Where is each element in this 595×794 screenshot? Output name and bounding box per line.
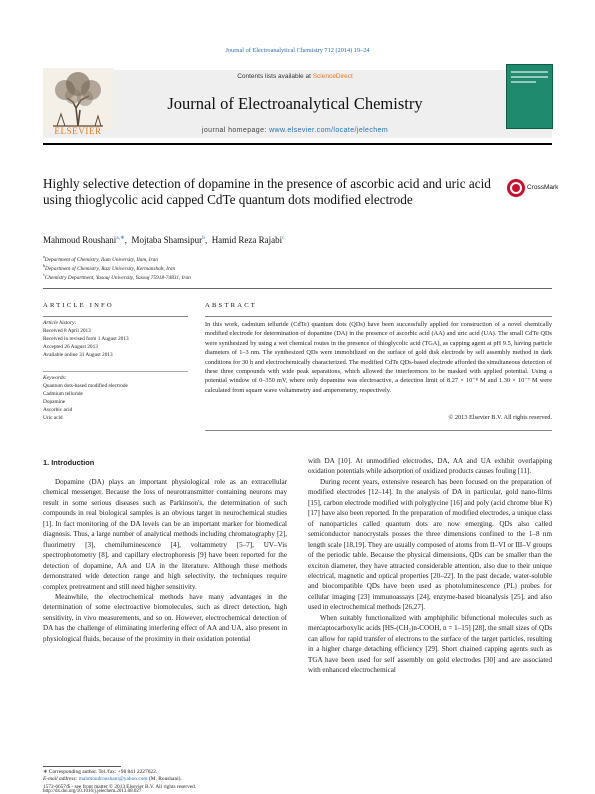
article-info-rule (43, 316, 188, 317)
affiliation-text: Department of Chemistry, Razi University… (45, 265, 176, 272)
abstract-copyright: © 2013 Elsevier B.V. All rights reserved… (448, 414, 552, 421)
history-item: Accepted 26 August 2013 (43, 344, 98, 350)
affiliation-text: Department of Chemistry, Ilam University… (44, 256, 158, 263)
keyword: Uric acid (43, 415, 63, 421)
affiliation-text: Chemistry Department, Yasouj University,… (44, 274, 191, 281)
affiliation-mark: c (43, 272, 45, 277)
abstract-bottom-rule (205, 430, 552, 431)
history-item: Received in revised form 1 August 2013 (43, 336, 129, 342)
body-right-column: with DA [10]. At unmodified electrodes, … (308, 456, 552, 676)
header-rule (43, 143, 552, 145)
history-item: Received 8 April 2013 (43, 328, 91, 334)
footnote-rule (43, 766, 121, 767)
affiliation: bDepartment of Chemistry, Razi Universit… (43, 263, 175, 272)
keyword: Dopamine (43, 399, 66, 405)
introduction-heading: 1. Introduction (43, 458, 95, 467)
author-name[interactable]: Mahmoud Roushani (43, 235, 117, 245)
elsevier-tree-logo[interactable] (43, 68, 113, 130)
keyword: Ascorbic acid (43, 407, 73, 413)
article-info-heading: ARTICLE INFO (43, 302, 114, 309)
issn-line: 1572-6657/$ - see front matter © 2013 El… (43, 784, 197, 790)
email-note: E-mail address: mahmoudroushani@yahoo.co… (43, 776, 182, 782)
journal-title: Journal of Electroanalytical Chemistry (167, 94, 423, 113)
body-paragraph: with DA [10]. At unmodified electrodes, … (308, 457, 552, 476)
journal-homepage: journal homepage: www.elsevier.com/locat… (150, 127, 440, 134)
author-name[interactable]: Mojtaba Shamsipur (131, 235, 203, 245)
history-label: Article history: (43, 320, 77, 326)
affiliation: cChemistry Department, Yasouj University… (43, 272, 191, 281)
author-marks[interactable]: b (202, 235, 205, 241)
keyword: Quantum dots-based modified electrode (43, 383, 128, 389)
body-paragraph: Meanwhile, the electrochemical methods h… (43, 592, 287, 643)
body-paragraph: When suitably functionalized with amphip… (308, 613, 552, 675)
keywords-rule (43, 371, 188, 372)
crossmark-label[interactable]: CrossMark (527, 184, 559, 191)
body-paragraph: Dopamine (DA) plays an important physiol… (43, 478, 287, 591)
crossmark-ring-icon (510, 182, 522, 194)
journal-reference[interactable]: Journal of Electroanalytical Chemistry 7… (225, 47, 370, 54)
email-suffix: (M. Roushani). (147, 776, 182, 782)
article-title: Highly selective detection of dopamine i… (43, 176, 491, 207)
author-name[interactable]: Hamid Reza Rajabi (211, 235, 283, 245)
journal-cover-thumbnail[interactable] (506, 64, 553, 129)
corresponding-author-note: ∗ Corresponding author. Tel./fax: +98 84… (43, 769, 158, 775)
journal-header-band (43, 70, 552, 138)
publisher-name: ELSEVIER (54, 126, 102, 136)
affiliation-mark: a (43, 254, 45, 259)
contents-availability: Contents lists available at ScienceDirec… (175, 73, 415, 80)
keyword: Cadmium telluride (43, 391, 83, 397)
abstract-rule (205, 316, 552, 317)
sciencedirect-link[interactable]: ScienceDirect (312, 73, 353, 80)
homepage-link[interactable]: www.elsevier.com/locate/jelechem (269, 127, 389, 134)
homepage-prefix: journal homepage: (201, 127, 270, 134)
doi-link[interactable]: http://dx.doi.org/10.1016/j.jelechem.201… (43, 789, 142, 794)
body-paragraph: During recent years, extensive research … (308, 477, 552, 612)
authors-rule (43, 288, 552, 289)
cover-line (511, 81, 536, 83)
author-list: Mahmoud Roushania,∗, Mojtaba Shamsipurb,… (43, 235, 285, 245)
affiliation-mark: b (43, 263, 45, 268)
author-marks[interactable]: c (282, 235, 285, 241)
email-link[interactable]: mahmoudroushani@yahoo.com (78, 776, 148, 782)
email-prefix: E-mail address: (43, 776, 79, 782)
cover-line (511, 76, 548, 78)
affiliation: aDepartment of Chemistry, Ilam Universit… (43, 254, 158, 263)
cover-line (511, 71, 548, 73)
body-left-column: Dopamine (DA) plays an important physiol… (43, 477, 287, 644)
abstract-text: In this work, cadmium telluride (CdTe) q… (205, 321, 552, 394)
author-marks[interactable]: a,∗ (116, 235, 125, 241)
keywords-label: Keywords: (43, 375, 67, 381)
abstract-heading: ABSTRACT (205, 302, 258, 309)
history-item: Available online 31 August 2013 (43, 352, 113, 358)
contents-prefix: Contents lists available at (237, 73, 313, 80)
